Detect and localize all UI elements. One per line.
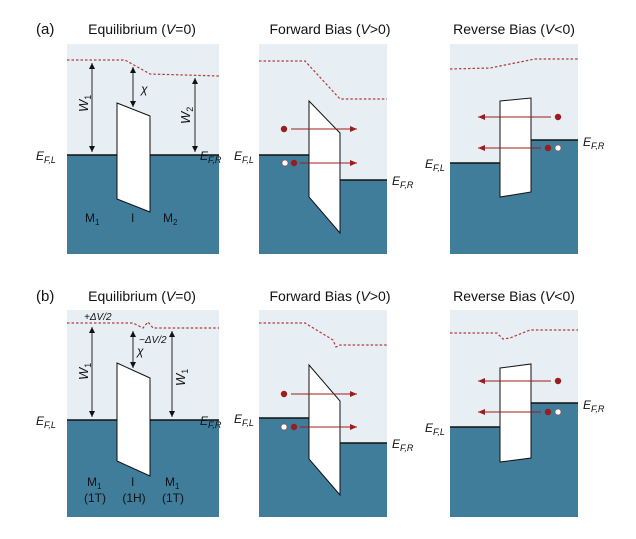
row-label-b: (b)	[36, 288, 54, 305]
hole	[280, 423, 288, 431]
w2-label: W2	[178, 107, 195, 124]
metal-left-region	[259, 418, 309, 517]
m2-label: M2	[163, 211, 178, 227]
insulator-barrier	[499, 363, 532, 463]
vacuum-level	[67, 59, 220, 77]
electron	[290, 159, 298, 167]
efl-label: EF,L	[36, 414, 56, 430]
vacuum-level	[259, 60, 387, 100]
m1-right-label: M1	[165, 475, 180, 491]
panel-title: Reverse Bias (V<0)	[453, 21, 575, 37]
electron	[280, 125, 288, 133]
metal-left-region	[450, 427, 500, 517]
panel-a-forward-bias: Forward Bias (V>0) EF,L EF,R	[234, 21, 414, 254]
electron	[554, 377, 562, 385]
m1-label: M1	[85, 211, 100, 227]
panel-b-equilibrium: Equilibrium (V=0) χ +ΔV/2 −ΔV/2 W1 W1 EF…	[36, 288, 222, 517]
efr-label: EF,R	[583, 398, 605, 414]
insulator-barrier	[116, 102, 151, 213]
vacuum-level	[449, 58, 578, 70]
panel-title: Equilibrium (V=0)	[88, 21, 196, 37]
panel-a-reverse-bias: Reverse Bias (V<0) EF,L EF,R	[425, 21, 605, 254]
insulator-barrier	[116, 362, 151, 477]
electron	[280, 390, 288, 398]
efl-label: EF,L	[234, 412, 254, 428]
panel-title: Forward Bias (V>0)	[270, 21, 391, 37]
efr-label: EF,R	[583, 135, 605, 151]
panel-b-reverse-bias: Reverse Bias (V<0) EF,L EF,R	[425, 288, 605, 517]
w1-label: W1	[76, 95, 93, 112]
panel-title: Equilibrium (V=0)	[88, 288, 196, 304]
metal-left-region	[259, 155, 309, 254]
insulator-barrier	[308, 99, 341, 235]
efr-label: EF,R	[392, 437, 414, 453]
chi-label: χ	[136, 344, 144, 358]
hole	[554, 144, 562, 152]
m1-right-phase: (1T)	[162, 491, 184, 505]
vacuum-level	[450, 329, 578, 340]
chi-label: χ	[140, 82, 148, 96]
panel-a-equilibrium: Equilibrium (V=0) χ W1 W2 EF,L EF,R M1 I…	[36, 21, 222, 254]
insulator-barrier	[308, 363, 341, 497]
plus-dv-label: +ΔV/2	[84, 312, 112, 323]
w1-right-label: W1	[173, 369, 190, 386]
electron	[544, 144, 552, 152]
insulator-phase: (1H)	[122, 491, 145, 505]
efl-label: EF,L	[425, 157, 445, 173]
efl-label: EF,L	[36, 149, 56, 165]
efl-label: EF,L	[425, 421, 445, 437]
insulator-label: I	[131, 475, 134, 489]
efr-label: EF,R	[200, 414, 222, 430]
panel-title: Reverse Bias (V<0)	[453, 288, 575, 304]
panel-b-forward-bias: Forward Bias (V>0) EF,L EF,R	[234, 288, 414, 517]
m1-left-phase: (1T)	[84, 491, 106, 505]
efr-label: EF,R	[200, 149, 222, 165]
hole	[554, 408, 562, 416]
m1-left-label: M1	[87, 475, 102, 491]
vacuum-level	[259, 322, 387, 348]
metal-left-region	[450, 163, 500, 254]
minus-dv-label: −ΔV/2	[139, 335, 167, 346]
efr-label: EF,R	[392, 174, 414, 190]
electron	[544, 408, 552, 416]
electron	[290, 423, 298, 431]
panel-title: Forward Bias (V>0)	[270, 288, 391, 304]
insulator-label: I	[131, 211, 134, 225]
w1-left-label: W1	[76, 363, 93, 380]
hole	[281, 159, 289, 167]
vacuum-level	[67, 321, 219, 329]
electron	[554, 113, 562, 121]
efl-label: EF,L	[234, 149, 254, 165]
row-label-a: (a)	[36, 21, 54, 38]
